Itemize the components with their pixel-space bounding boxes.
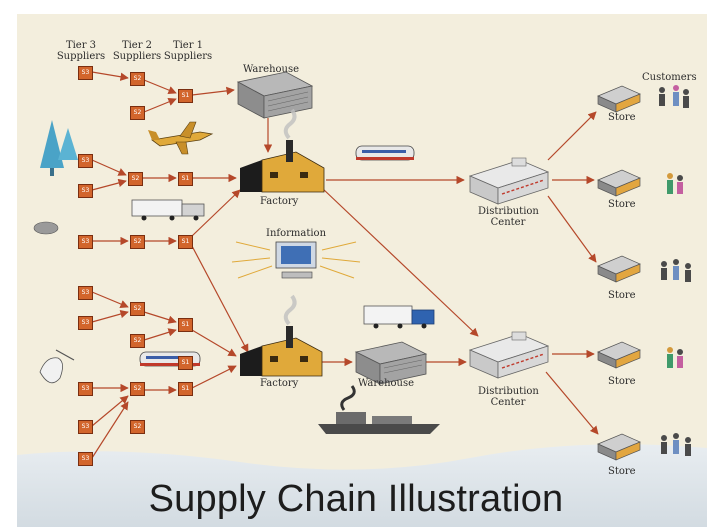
customer-group-3	[661, 259, 691, 282]
truck-icon	[131, 199, 205, 221]
supplier-s2-7: S2	[130, 382, 145, 396]
computer-icon	[231, 241, 361, 279]
supplier-s2-1: S2	[130, 72, 145, 86]
supplier-s1-5: S1	[178, 356, 193, 370]
airplane-icon	[148, 121, 214, 155]
supplier-s2-8: S2	[130, 420, 145, 434]
supplier-arrows	[91, 71, 249, 459]
customer-group-4	[667, 347, 683, 368]
label-factory-bottom: Factory	[260, 378, 299, 389]
store-4-icon	[597, 341, 641, 369]
truck-bottom-icon	[363, 305, 435, 329]
supplier-s2-2: S2	[130, 106, 145, 120]
supplier-s2-3: S2	[128, 172, 143, 186]
store-2-icon	[597, 169, 641, 197]
people-icon	[659, 85, 691, 456]
supplier-s3-5: S3	[78, 286, 93, 300]
factory-top-icon	[240, 108, 325, 193]
label-store-4: Store	[608, 376, 636, 387]
pickaxe-icon	[39, 349, 75, 384]
supplier-s1-3: S1	[178, 235, 193, 249]
supplier-s3-8: S3	[78, 420, 93, 434]
label-warehouse-top: Warehouse	[243, 64, 300, 75]
supplier-s2-6: S2	[130, 334, 145, 348]
customer-group-1	[659, 85, 689, 108]
customer-group-2	[667, 173, 683, 194]
store-5-icon	[597, 433, 641, 461]
store-1-icon	[597, 85, 641, 113]
label-information: Information	[266, 228, 327, 239]
customer-group-5	[661, 433, 691, 456]
diagram-panel	[17, 14, 707, 527]
train-icon	[355, 145, 415, 161]
flow-arrows	[263, 111, 599, 435]
label-store-1: Store	[608, 112, 636, 123]
warehouse-top-icon	[236, 71, 314, 119]
tree-icon	[40, 120, 78, 176]
label-warehouse-bottom: Warehouse	[358, 378, 415, 389]
header-tier2: Tier 2 Suppliers	[112, 40, 162, 62]
label-dc-bottom: Distribution Center	[478, 386, 539, 408]
warehouse-bottom-icon	[354, 341, 428, 385]
page-title: Supply Chain Illustration	[148, 478, 564, 520]
label-store-5: Store	[608, 466, 636, 477]
header-tier1: Tier 1 Suppliers	[163, 40, 213, 62]
supplier-s3-3: S3	[78, 184, 93, 198]
header-customers: Customers	[642, 72, 697, 83]
supplier-s3-4: S3	[78, 235, 93, 249]
label-store-3: Store	[608, 290, 636, 301]
supplier-s3-6: S3	[78, 316, 93, 330]
label-factory-top: Factory	[260, 196, 299, 207]
distribution-center-bottom-icon	[468, 331, 550, 379]
store-3-icon	[597, 255, 641, 283]
supplier-s3-2: S3	[78, 154, 93, 168]
supplier-s3-1: S3	[78, 66, 93, 80]
supplier-s2-5: S2	[130, 302, 145, 316]
label-dc-top: Distribution Center	[478, 206, 539, 228]
rock-icon	[33, 221, 59, 235]
supplier-s1-6: S1	[178, 382, 193, 396]
header-tier3: Tier 3 Suppliers	[56, 40, 106, 62]
factory-bottom-icon	[240, 294, 323, 377]
supplier-s1-4: S1	[178, 318, 193, 332]
ship-icon	[318, 385, 440, 434]
snow-band	[17, 444, 707, 527]
supplier-s1-1: S1	[178, 89, 193, 103]
supplier-s3-7: S3	[78, 382, 93, 396]
label-store-2: Store	[608, 199, 636, 210]
supplier-s2-4: S2	[130, 235, 145, 249]
supplier-s1-2: S1	[178, 172, 193, 186]
supplier-s3-9: S3	[78, 452, 93, 466]
distribution-center-top-icon	[468, 157, 550, 205]
